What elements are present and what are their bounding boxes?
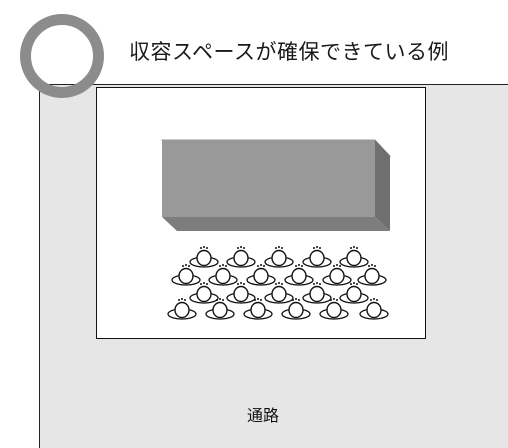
person-icon xyxy=(226,281,256,304)
person-icon xyxy=(246,263,276,286)
person-icon xyxy=(189,245,219,268)
person-icon xyxy=(302,245,332,268)
storage-block xyxy=(161,139,391,231)
person-icon xyxy=(208,263,238,286)
circle-mark-icon xyxy=(20,14,104,98)
person-icon xyxy=(264,281,294,304)
person-icon xyxy=(171,263,201,286)
person-icon xyxy=(357,263,387,286)
diagram-title: 収容スペースが確保できている例 xyxy=(129,40,449,64)
person-icon xyxy=(302,281,332,304)
person-icon xyxy=(322,263,352,286)
people-group xyxy=(167,245,389,320)
person-icon xyxy=(284,263,314,286)
person-icon xyxy=(339,281,369,304)
person-icon xyxy=(226,245,256,268)
person-icon xyxy=(189,281,219,304)
person-icon xyxy=(264,245,294,268)
person-icon xyxy=(339,245,369,268)
passage-label: 通路 xyxy=(247,406,280,425)
